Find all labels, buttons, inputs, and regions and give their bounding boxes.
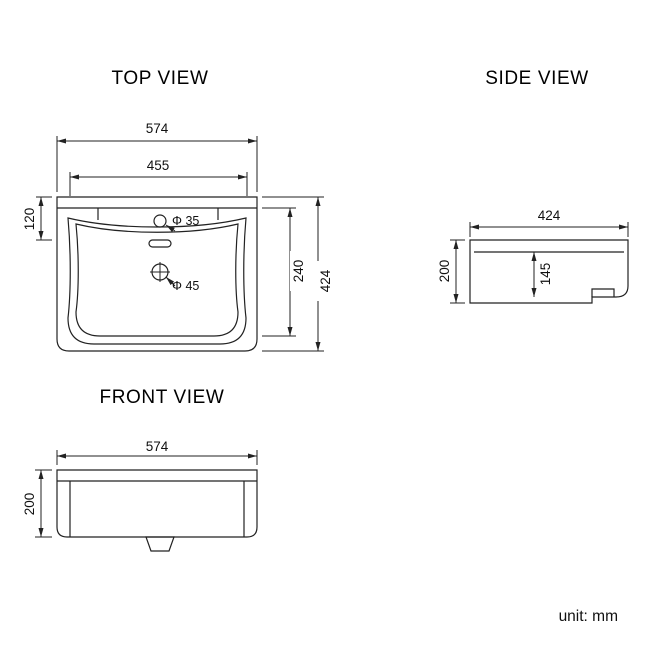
top-dim-inner-width: 455: [128, 157, 188, 173]
tap-hole-leader-arrow: [165, 224, 176, 233]
overflow-slot: [148, 239, 172, 248]
unit-note: unit: mm: [498, 607, 618, 627]
top-view-title: TOP VIEW: [111, 68, 209, 89]
top-dim-overall-depth: 424: [317, 261, 333, 301]
top-view-drawing: [56, 196, 258, 352]
top-view-basin-inner: [75, 223, 239, 337]
front-view-outline: [56, 469, 258, 538]
side-view-drawing: [469, 239, 629, 304]
top-dim-overall-width: 574: [127, 120, 187, 136]
side-view-title: SIDE VIEW: [485, 68, 589, 89]
front-view-drawing: [56, 469, 258, 552]
tap-hole-circle: [153, 214, 167, 228]
top-view-basin-outer: [67, 217, 247, 345]
side-view-outline: [469, 239, 629, 304]
front-dim-overall-height: 200: [21, 484, 37, 524]
side-dim-overall-height: 200: [436, 251, 452, 291]
front-dim-overall-width: 574: [127, 438, 187, 454]
side-view-dimension-lines: [450, 222, 629, 304]
front-view-title: FRONT VIEW: [99, 387, 225, 408]
front-view-drain-trap: [145, 536, 175, 552]
side-view-bracket-detail: [591, 288, 615, 297]
top-dim-basin-depth: 240: [290, 251, 306, 291]
top-label-tap-hole: Φ 35: [172, 214, 200, 228]
top-label-drain-hole: Φ 45: [172, 279, 200, 293]
drain-leader-arrow: [165, 276, 176, 287]
side-dim-overall-depth: 424: [519, 207, 579, 223]
top-view-outline: [56, 196, 258, 352]
side-dim-inner-depth: 145: [537, 254, 553, 294]
front-view-dimension-lines: [35, 450, 258, 538]
top-dim-back-depth: 120: [21, 199, 37, 239]
